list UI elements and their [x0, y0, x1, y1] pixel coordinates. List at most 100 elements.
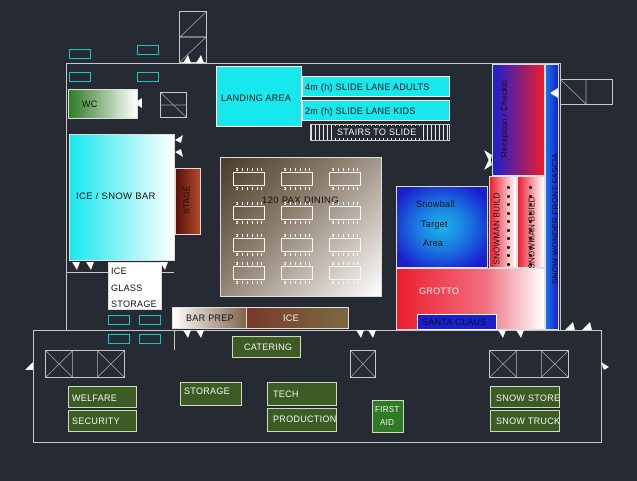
storage [180, 382, 242, 406]
dining-table [329, 234, 361, 256]
lower-entrance-left [45, 350, 125, 378]
dining-table [281, 202, 313, 224]
snowman-marker [529, 220, 532, 223]
snowball-label-2: Target [421, 219, 448, 229]
right-entrance [560, 79, 613, 105]
santa-label: SANTA CLAUS [422, 317, 487, 327]
snowman-marker [507, 228, 510, 232]
slide-lane-kids-label: 2m (h) SLIDE LANE KIDS [305, 106, 416, 116]
tech [267, 382, 337, 406]
door-swing-icon [601, 362, 609, 370]
door-swing-icon [484, 150, 492, 163]
snowman-marker [507, 211, 510, 215]
equipment-box [139, 315, 161, 325]
snowman-build-2-label: SNOWMAN BUILD [527, 196, 537, 269]
inner-wall-1 [174, 330, 175, 350]
first-aid [372, 400, 404, 433]
security-label: SECURITY [72, 416, 120, 426]
snowman-marker [507, 194, 510, 198]
dining-table [233, 202, 265, 224]
snowman-marker [529, 211, 532, 215]
tech-label: TECH [273, 389, 299, 399]
equipment-box [108, 315, 130, 325]
snowman-marker [507, 203, 510, 206]
catering-label: CATERING [244, 342, 293, 352]
door-swing-icon [175, 149, 183, 157]
snowman-marker [529, 245, 532, 249]
grotto-label: GROTTO [419, 286, 460, 296]
slide-lane-kids [302, 100, 450, 121]
welfare [68, 386, 137, 408]
stage-label: STAGE [182, 185, 192, 214]
santa-claus [417, 314, 497, 330]
front-fascia [545, 64, 559, 330]
ice-glass-label-3: STORAGE [111, 299, 157, 309]
door-swing-icon [498, 330, 506, 338]
lower-wall-left [33, 330, 34, 442]
security [68, 410, 137, 432]
ice-glass-label-1: ICE [111, 266, 127, 276]
dining-table [233, 234, 265, 256]
main-wall-right [560, 63, 561, 330]
snowball-target-area [396, 186, 488, 268]
stage [175, 168, 201, 235]
landing-area-label: LANDING AREA [221, 93, 292, 103]
main-wall-top [66, 63, 560, 64]
snow-truck-label: SNOW TRUCK [496, 416, 561, 426]
snowman-marker [507, 254, 510, 257]
snow-store-label: SNOW STORE [496, 393, 561, 403]
first-aid-label-2: AID [380, 418, 395, 427]
door-swing-icon [25, 362, 33, 370]
snowman-marker [529, 203, 532, 206]
door-swing-icon [196, 330, 204, 338]
landing-area [216, 66, 302, 127]
dining-area [220, 157, 382, 297]
equipment-box [108, 334, 130, 344]
snowman-marker [529, 237, 532, 240]
production-label: PRODUCTION [273, 414, 337, 424]
ice-snow-bar [69, 134, 175, 261]
slide-lane-adults-label: 4m (h) SLIDE LANE ADULTS [305, 82, 430, 92]
equipment-box [137, 72, 159, 82]
slide-lane-adults [302, 76, 450, 97]
snowman-marker [529, 262, 532, 266]
snowman-marker [529, 228, 532, 232]
fascia-label: SNOW WONDER FRONT FASCIA [551, 152, 561, 285]
dining-table [329, 262, 361, 284]
reception-checkin [492, 64, 545, 176]
door-swing-icon [356, 330, 364, 338]
snow-truck [490, 410, 560, 432]
door-swing-icon [183, 330, 191, 338]
snowman-marker [507, 245, 510, 249]
dining-table [233, 262, 265, 284]
lower-entrance-right [489, 350, 569, 378]
dining-table [329, 168, 361, 190]
wc-entrance [160, 92, 187, 118]
door-swing-icon [86, 262, 94, 270]
snow-store [490, 386, 560, 408]
snowman-marker [507, 220, 510, 223]
lower-entrance-mid [350, 350, 376, 378]
dining-label: 120 PAX DINING [262, 195, 339, 206]
snowman-marker [529, 186, 532, 189]
dining-table [281, 234, 313, 256]
snowball-label-1: Snowball [416, 199, 455, 209]
door-swing-icon [175, 135, 183, 143]
equipment-box [137, 45, 159, 55]
wc-area [68, 89, 138, 119]
dining-table [329, 202, 361, 224]
door-swing-icon [582, 322, 592, 330]
ice-area-label: ICE [283, 313, 299, 323]
snowman-build-1-label: SNOWMAN BUILD [492, 192, 502, 265]
door-swing-icon [72, 262, 80, 270]
lower-wall-right [601, 330, 602, 442]
equipment-box [139, 334, 161, 344]
bar-prep-label: BAR PREP [186, 313, 234, 323]
dining-table [281, 168, 313, 190]
snowman-marker [507, 186, 510, 189]
ice-glass-label-2: GLASS [111, 283, 143, 293]
equipment-box [69, 72, 91, 82]
wc-label: WC [82, 99, 98, 109]
door-swing-icon [565, 322, 575, 330]
snowman-marker [529, 254, 532, 257]
